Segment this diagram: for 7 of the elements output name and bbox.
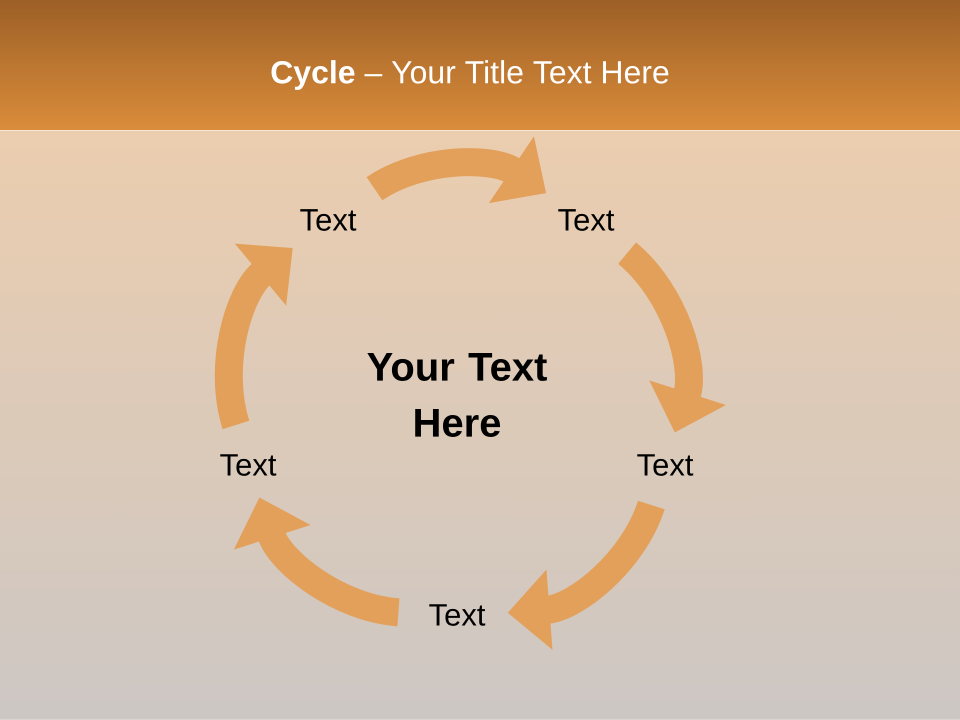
step-text: Text xyxy=(637,454,694,476)
step-text: Text xyxy=(558,209,614,231)
center-text: Your Text Here xyxy=(367,353,547,437)
step-text: Text xyxy=(300,209,356,231)
title: Cycle – Your Title Text Here xyxy=(272,60,668,90)
step-text: Text xyxy=(429,604,486,626)
step-text: Text xyxy=(220,454,276,476)
